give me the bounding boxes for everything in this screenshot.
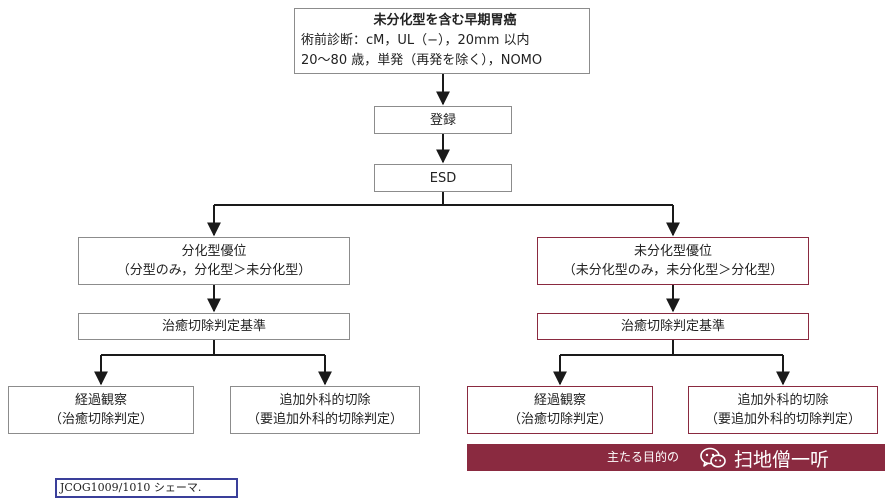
esd-label: ESD: [429, 170, 457, 186]
right-observation-box: 経過観察 （治癒切除判定）: [467, 386, 653, 434]
left-surgery-subtitle: （要追加外科的切除判定）: [246, 412, 403, 427]
eligibility-criteria-line-1: 術前診断：cM，UL（−），20mm 以内: [301, 33, 530, 48]
wechat-watermark: 扫地僧一听: [700, 443, 829, 473]
source-label-box: JCOG1009/1010 シェーマ.: [55, 478, 238, 498]
esd-box: ESD: [374, 164, 512, 192]
source-label: JCOG1009/1010 シェーマ.: [60, 481, 202, 494]
right-observation-title: 経過観察: [533, 393, 586, 408]
undifferentiated-title: 未分化型優位: [633, 244, 712, 259]
eligibility-title: 未分化型を含む早期胃癌: [373, 13, 517, 28]
differentiated-title: 分化型優位: [181, 244, 247, 259]
right-curative-criteria-box: 治癒切除判定基準: [537, 313, 809, 340]
differentiated-dominant-box: 分化型優位 （分型のみ，分化型＞未分化型）: [78, 237, 350, 285]
eligibility-criteria-line-2: 20〜80 歳，単発（再発を除く），NOMO: [301, 53, 543, 68]
right-surgery-title: 追加外科的切除: [737, 393, 829, 408]
undifferentiated-dominant-box: 未分化型優位 （未分化型のみ，未分化型＞分化型）: [537, 237, 809, 285]
left-additional-surgery-box: 追加外科的切除 （要追加外科的切除判定）: [230, 386, 420, 434]
right-curative-criteria-label: 治癒切除判定基準: [620, 319, 725, 334]
right-surgery-subtitle: （要追加外科的切除判定）: [704, 412, 861, 427]
register-label: 登録: [429, 112, 456, 128]
eligibility-box: 未分化型を含む早期胃癌 術前診断：cM，UL（−），20mm 以内 20〜80 …: [294, 8, 590, 74]
left-curative-criteria-box: 治癒切除判定基準: [78, 313, 350, 340]
register-box: 登録: [374, 106, 512, 134]
primary-purpose-text: 主たる目的の: [607, 450, 680, 464]
undifferentiated-subtitle: （未分化型のみ，未分化型＞分化型）: [562, 263, 784, 278]
right-additional-surgery-box: 追加外科的切除 （要追加外科的切除判定）: [688, 386, 878, 434]
differentiated-subtitle: （分型のみ，分化型＞未分化型）: [116, 263, 312, 278]
left-surgery-title: 追加外科的切除: [279, 393, 371, 408]
watermark-text: 扫地僧一听: [734, 448, 830, 471]
left-observation-box: 経過観察 （治癒切除判定）: [8, 386, 194, 434]
right-observation-subtitle: （治癒切除判定）: [507, 412, 612, 427]
wechat-icon: [700, 447, 726, 468]
primary-purpose-banner: 主たる目的の: [467, 444, 885, 471]
left-curative-criteria-label: 治癒切除判定基準: [161, 319, 266, 334]
left-observation-subtitle: （治癒切除判定）: [48, 412, 153, 427]
left-observation-title: 経過観察: [74, 393, 127, 408]
